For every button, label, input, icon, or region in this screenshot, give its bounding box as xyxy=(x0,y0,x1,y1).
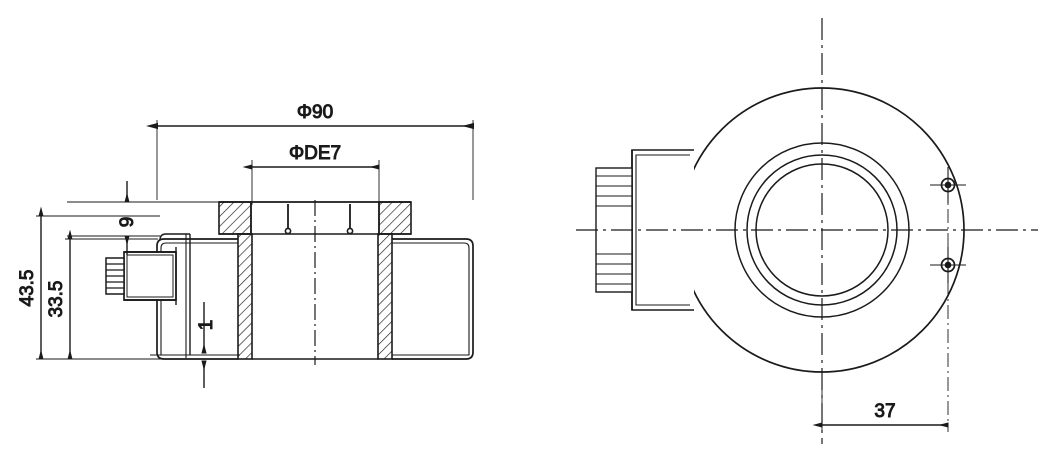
front-view: 37 xyxy=(576,18,1038,444)
section-view: Φ90 ΦDE7 43.5 33.5 9 xyxy=(17,102,474,388)
flange-hatch-left xyxy=(218,201,252,235)
dim-label-bore-diameter: ΦDE7 xyxy=(289,143,341,164)
dim-body-height: 33.5 xyxy=(46,229,158,360)
dim-bore-diameter: ΦDE7 xyxy=(242,143,380,205)
right-shell xyxy=(392,238,474,360)
dim-label-hole-offset: 37 xyxy=(874,401,895,422)
connector-block xyxy=(105,247,177,305)
flange-hatch-right xyxy=(378,201,412,235)
dim-outer-diameter: Φ90 xyxy=(146,102,474,200)
dim-total-height: 43.5 xyxy=(17,206,160,360)
barrel-wall-left xyxy=(237,233,253,360)
dim-label-body-height: 33.5 xyxy=(46,281,67,318)
barrel-wall-right xyxy=(377,233,393,360)
connector-ribs xyxy=(105,257,125,295)
dim-label-wall-thickness: 1 xyxy=(196,320,217,331)
dim-label-outer-diameter: Φ90 xyxy=(297,102,333,123)
dim-flange-offset: 9 xyxy=(67,181,226,255)
front-connector xyxy=(595,149,694,311)
dim-wall-thickness: 1 xyxy=(150,302,240,388)
set-screw-pin-left xyxy=(284,204,292,235)
internal-bracket xyxy=(159,233,191,358)
dim-label-flange-offset: 9 xyxy=(117,217,138,228)
set-screw-pin-right xyxy=(346,204,354,235)
dim-hole-offset: 37 xyxy=(812,380,949,432)
dim-label-total-height: 43.5 xyxy=(17,270,38,307)
